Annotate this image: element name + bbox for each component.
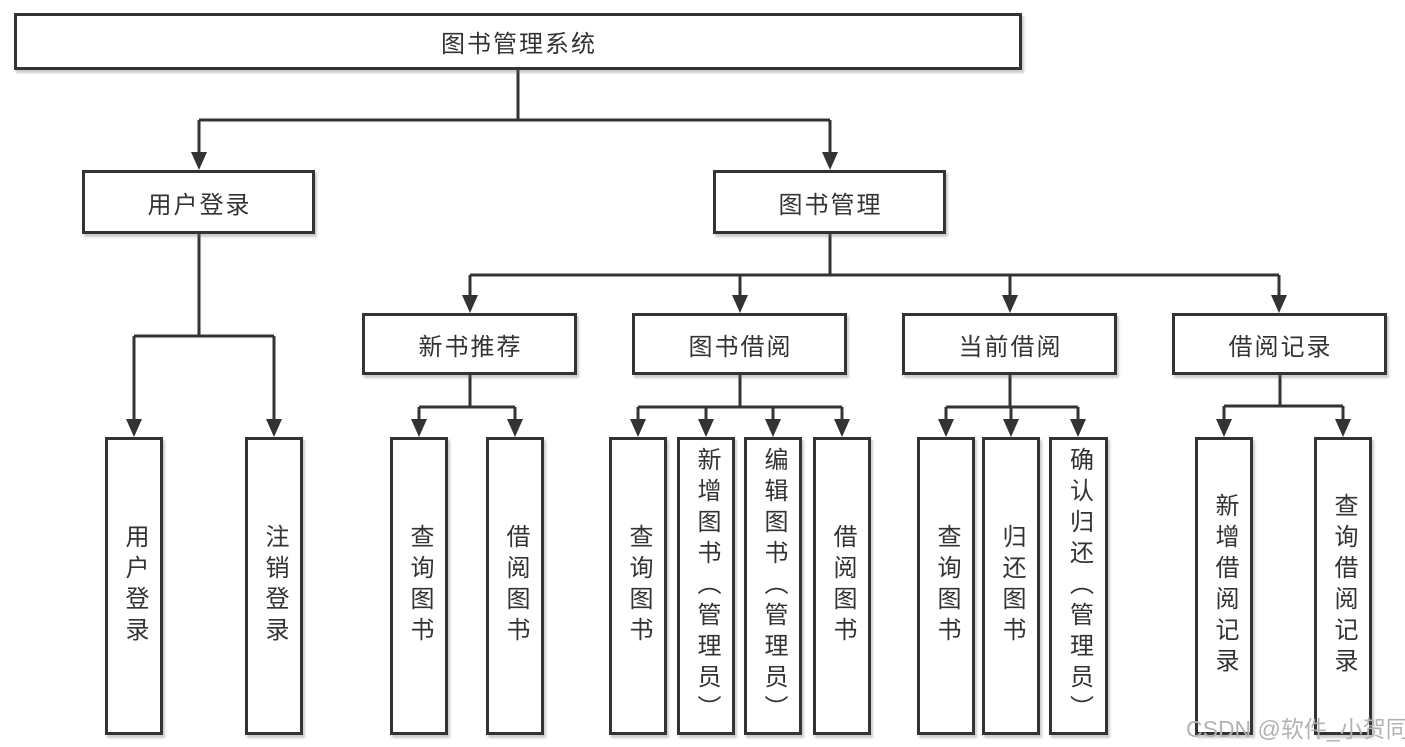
node-root-library-management-system: 图书管理系统 [14, 13, 1022, 70]
arrowheads-level2 [191, 152, 838, 170]
arrowheads-new-book-branch [411, 419, 523, 437]
node-label: 查询图书 [625, 524, 652, 648]
node-label: 查询借阅记录 [1330, 493, 1357, 679]
node-label: 用户登录 [121, 524, 148, 648]
leaf-edit-books-admin: 编辑图书（管理员） [744, 437, 802, 735]
node-label: 编辑图书（管理员） [760, 446, 787, 726]
connector-root-to-level2 [197, 70, 832, 154]
node-new-book-recommend: 新书推荐 [362, 313, 577, 375]
leaf-confirm-return-admin: 确认归还（管理员） [1049, 437, 1108, 735]
node-book-management: 图书管理 [713, 170, 946, 234]
node-label: 借阅图书 [829, 524, 856, 648]
leaf-logout: 注销登录 [245, 437, 303, 735]
node-label: 新书推荐 [418, 333, 523, 361]
connector-book-borrow-branch [636, 375, 844, 421]
arrowheads-current-borrow-branch [938, 419, 1086, 437]
csdn-watermark: CSDN @软件_小贺同学 [1186, 716, 1405, 742]
node-label: 图书管理 [778, 191, 883, 219]
connector-new-book-branch [417, 375, 517, 421]
node-book-borrowing: 图书借阅 [632, 313, 847, 375]
node-label: 新增借阅记录 [1211, 493, 1238, 679]
node-label: 查询图书 [406, 524, 433, 648]
connector-user-login-branch [132, 234, 276, 421]
arrowheads-borrow-record-branch [1216, 419, 1351, 437]
leaf-borrow-books-borrowing: 借阅图书 [813, 437, 871, 735]
node-label: 确认归还（管理员） [1065, 446, 1093, 726]
connector-borrow-record-branch [1222, 375, 1345, 421]
connector-current-borrow-branch [944, 375, 1080, 421]
leaf-borrow-books-recommend: 借阅图书 [486, 437, 544, 735]
leaf-query-books-current: 查询图书 [917, 437, 975, 735]
node-label: 借阅记录 [1228, 333, 1333, 361]
leaf-user-login: 用户登录 [105, 437, 163, 735]
node-label: 归还图书 [998, 524, 1025, 648]
leaf-add-borrow-record: 新增借阅记录 [1195, 437, 1253, 735]
node-current-borrowing: 当前借阅 [902, 313, 1117, 375]
leaf-return-books: 归还图书 [982, 437, 1040, 735]
leaf-query-books-borrowing: 查询图书 [609, 437, 667, 735]
node-user-login: 用户登录 [82, 170, 315, 234]
node-label: 图书借阅 [688, 333, 793, 361]
node-label: 借阅图书 [502, 524, 529, 648]
node-label: 图书管理系统 [441, 31, 597, 58]
node-label: 用户登录 [147, 191, 252, 219]
arrowheads-book-mgmt-branch [462, 295, 1287, 313]
node-borrowing-records: 借阅记录 [1172, 313, 1387, 375]
node-label: 注销登录 [261, 524, 288, 648]
arrowheads-user-login-branch [126, 419, 282, 437]
node-label: 查询图书 [933, 524, 960, 648]
arrowheads-book-borrow-branch [630, 419, 850, 437]
leaf-query-books-recommend: 查询图书 [390, 437, 448, 735]
connector-book-mgmt-branch [468, 234, 1281, 297]
leaf-query-borrow-record: 查询借阅记录 [1314, 437, 1372, 735]
leaf-add-books-admin: 新增图书（管理员） [677, 437, 735, 735]
node-label: 当前借阅 [958, 333, 1063, 361]
node-label: 新增图书（管理员） [693, 446, 720, 726]
